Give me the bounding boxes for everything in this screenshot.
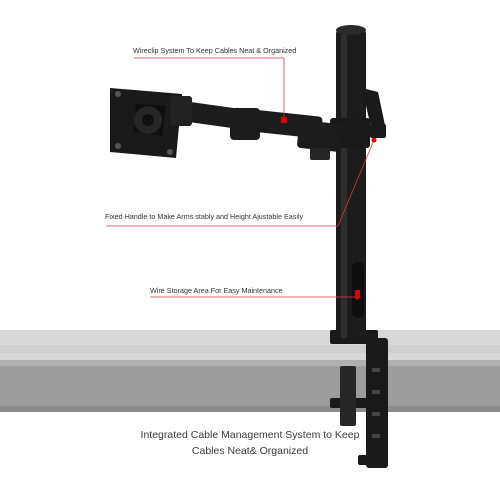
product-caption: Integrated Cable Management System to Ke…	[0, 427, 500, 459]
callout-lines	[106, 57, 375, 298]
desk	[0, 330, 500, 412]
callout-wire-storage-label: Wire Storage Area For Easy Maintenance	[150, 286, 283, 295]
monitor-arm	[167, 99, 343, 160]
callout-wireclip-label: Wireclip System To Keep Cables Neat & Or…	[133, 46, 297, 55]
mounting-pole	[336, 25, 366, 338]
callout-handle-label: Fixed Handle to Make Arms stably and Hei…	[105, 212, 304, 221]
vesa-plate	[110, 88, 192, 158]
callout-dots	[281, 117, 377, 300]
desk-clamp	[330, 330, 388, 468]
caption-line-1: Integrated Cable Management System to Ke…	[140, 429, 360, 441]
caption-line-2: Cables Neat& Organized	[191, 445, 309, 457]
